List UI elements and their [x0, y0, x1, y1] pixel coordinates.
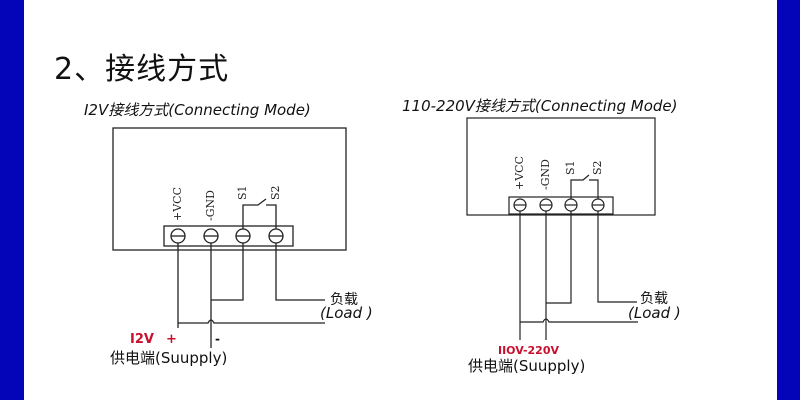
wire-supply-load-220v	[520, 318, 638, 323]
diagram-220v	[466, 117, 656, 340]
wire-s1-12v	[211, 243, 244, 301]
switch-contact-12v	[242, 198, 267, 229]
terminal-vcc	[513, 198, 527, 212]
terminal-label-s2: S2	[591, 160, 604, 175]
diagram-12v	[112, 127, 347, 348]
wire-s2-12v	[275, 243, 325, 301]
load-label-en-12v: (Load )	[320, 304, 373, 322]
diagram-220v-title: 110-220V接线方式(Connecting Mode)	[402, 97, 678, 115]
terminal-gnd	[203, 228, 219, 244]
right-accent-bar	[777, 0, 800, 400]
switch-contact-220v	[570, 174, 590, 199]
supply-voltage-220v: IIOV-220V	[498, 344, 559, 357]
supply-label-12v: 供电端(Suupply)	[110, 349, 227, 367]
minus-sign: -	[215, 332, 220, 346]
terminal-s1	[564, 198, 578, 212]
load-label-cn-220v: 负载	[640, 291, 668, 307]
load-label-cn-12v: 负载	[330, 292, 358, 308]
wire-s1-220v	[546, 211, 572, 304]
terminal-block-220v	[508, 196, 614, 215]
terminal-label-s2: S2	[269, 185, 282, 200]
section-heading: 2、接线方式	[54, 52, 230, 87]
terminal-label-gnd: -GND	[204, 190, 217, 221]
left-accent-bar	[0, 0, 24, 400]
terminal-gnd	[539, 198, 553, 212]
terminal-s1	[235, 228, 251, 244]
supply-label-220v: 供电端(Suupply)	[468, 357, 585, 375]
wire-s2-220v	[597, 211, 637, 303]
controller-box-220v	[466, 117, 656, 216]
terminal-label-s1: S1	[564, 160, 577, 175]
plus-sign: +	[166, 332, 177, 347]
wire-supply-load-12v	[178, 319, 325, 324]
terminal-label-vcc: +VCC	[171, 187, 184, 221]
supply-voltage-12v: I2V	[130, 332, 154, 347]
terminal-label-vcc: +VCC	[513, 156, 526, 190]
terminal-s2	[591, 198, 605, 212]
terminal-vcc	[170, 228, 186, 244]
load-label-en-220v: (Load )	[628, 304, 681, 322]
controller-box-12v	[112, 127, 347, 251]
terminal-label-s1: S1	[236, 185, 249, 200]
terminal-block-12v	[163, 225, 294, 247]
terminal-s2	[268, 228, 284, 244]
diagram-12v-title: I2V接线方式(Connecting Mode)	[84, 101, 311, 119]
terminal-label-gnd: -GND	[539, 159, 552, 190]
